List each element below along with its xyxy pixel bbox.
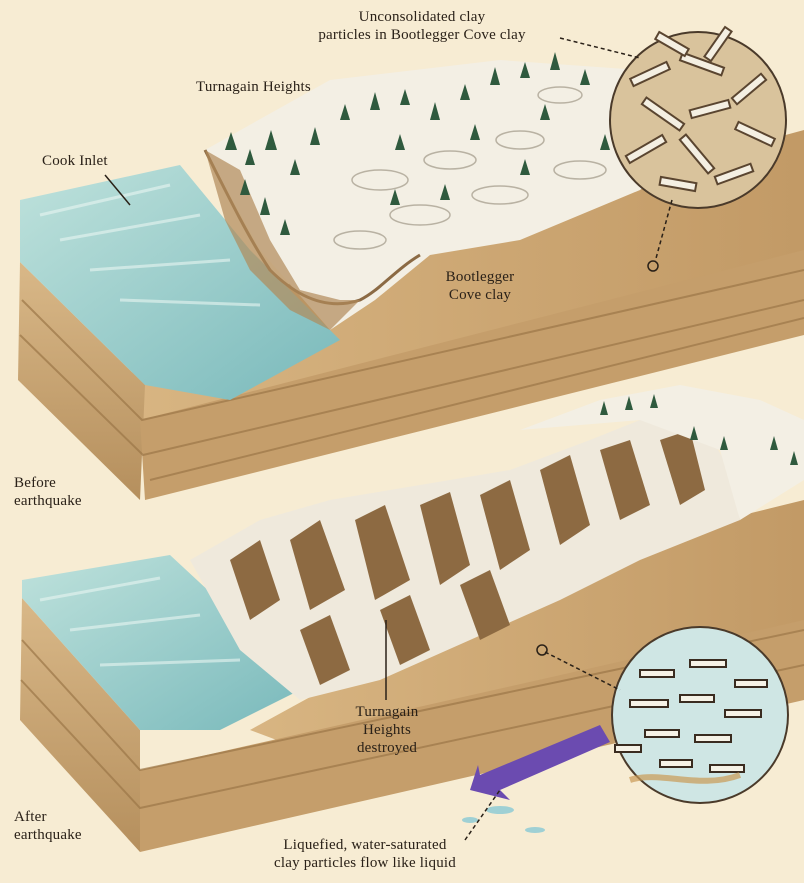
flow-splashes bbox=[462, 806, 545, 833]
after-earthquake-label: After earthquake bbox=[14, 808, 82, 844]
turnagain-heights-label: Turnagain Heights bbox=[196, 78, 311, 96]
turnagain-heights-destroyed-label: Turnagain Heights destroyed bbox=[322, 703, 452, 757]
liquefied-leader bbox=[465, 790, 500, 840]
liquefied-clay-label: Liquefied, water-saturated clay particle… bbox=[230, 836, 500, 872]
clay-callout-label: Unconsolidated clay particles in Bootleg… bbox=[262, 8, 582, 44]
bootlegger-cove-clay-label: Bootlegger Cove clay bbox=[425, 268, 535, 304]
before-earthquake-label: Before earthquake bbox=[14, 474, 82, 510]
after-clay-magnifier bbox=[612, 627, 788, 803]
before-clay-magnifier bbox=[610, 27, 786, 208]
cook-inlet-label: Cook Inlet bbox=[42, 152, 108, 170]
